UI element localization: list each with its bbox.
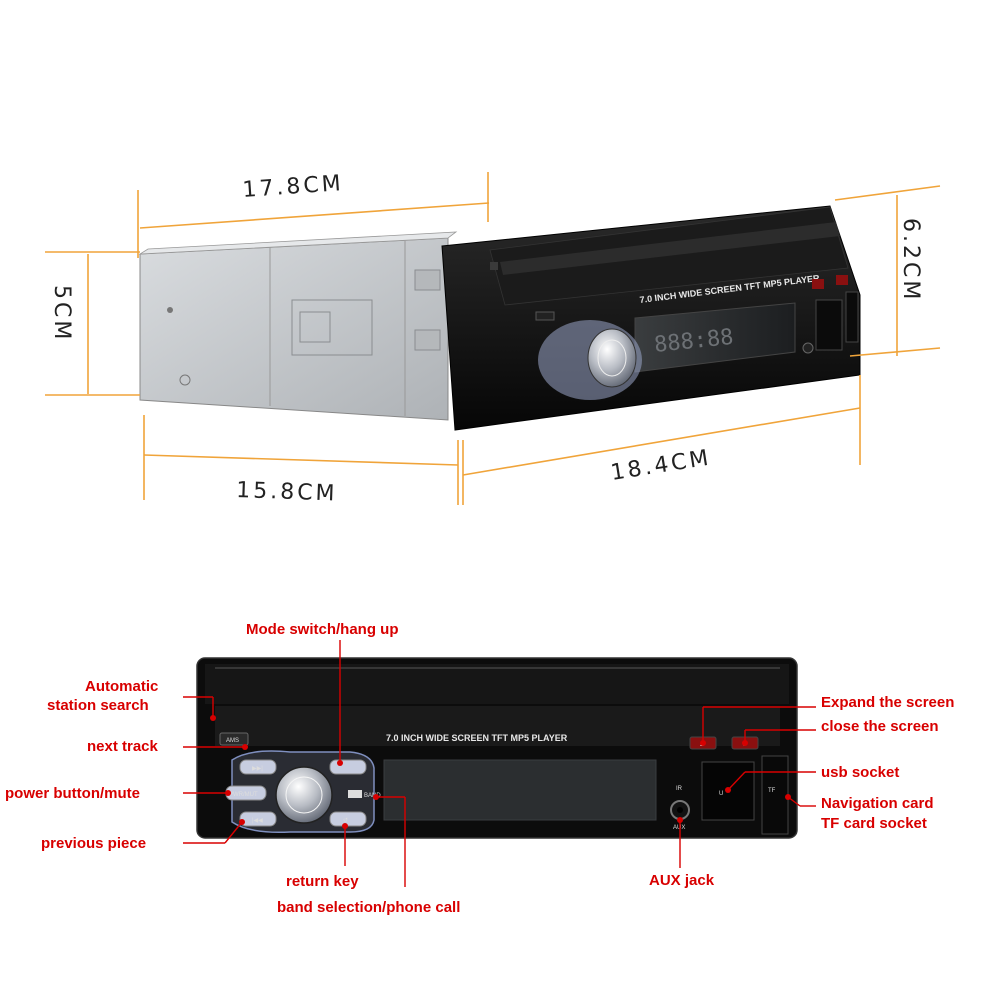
top-product-view: 7.0 INCH WIDE SCREEN TFT MP5 PLAYER 888:… — [138, 205, 861, 431]
callout-leader-lines — [183, 640, 816, 887]
dim-bottom-length: 15.8CM — [236, 478, 338, 507]
aux-label: AUX — [673, 825, 685, 831]
band-button[interactable] — [348, 790, 362, 798]
callout-aux-jack: AUX jack — [649, 872, 715, 889]
dim-front-width: 18.4CM — [609, 445, 713, 486]
callout-nav-card-2: TF card socket — [821, 815, 927, 832]
ams-label: AMS — [226, 738, 239, 744]
front-lcd — [383, 759, 657, 821]
next-track-button[interactable] — [239, 759, 277, 775]
volume-knob[interactable] — [275, 766, 333, 824]
callout-automatic-search-2: station search — [47, 697, 149, 714]
metal-chassis — [139, 237, 449, 421]
callout-band-selection: band selection/phone call — [277, 899, 461, 916]
tf-label: TF — [768, 788, 776, 794]
callout-expand-screen: Expand the screen — [821, 694, 955, 711]
previous-button[interactable] — [239, 811, 277, 827]
ir-label: IR — [676, 786, 683, 792]
callout-mode-switch: Mode switch/hang up — [246, 621, 399, 638]
callout-power-button: power button/mute — [5, 785, 140, 802]
callout-nav-card-1: Navigation card — [821, 795, 934, 812]
dim-height-left: 5CM — [49, 285, 74, 342]
ams-button[interactable] — [219, 732, 249, 746]
tf-card-slot[interactable] — [761, 755, 789, 835]
band-label: BAND — [364, 793, 381, 799]
callout-automatic-search-1: Automatic — [85, 678, 159, 695]
dim-height-right: 6.2CM — [898, 218, 923, 302]
dim-top-length: 17.8CM — [242, 171, 345, 203]
previous-icon: |◀◀ — [252, 818, 263, 824]
front-view-device: 7.0 INCH WIDE SCREEN TFT MP5 PLAYER AMS … — [196, 657, 798, 839]
callout-close-screen: close the screen — [821, 718, 939, 735]
dimension-lines — [45, 172, 941, 505]
callout-next-track: next track — [87, 738, 158, 755]
screen-label: 7.0 INCH WIDE SCREEN TFT MP5 PLAYER — [386, 733, 568, 743]
mode-button[interactable] — [329, 759, 367, 775]
usb-label: U — [719, 791, 723, 797]
return-icon: ↺ — [343, 817, 348, 824]
callout-return-key: return key — [286, 873, 359, 890]
callout-previous-piece: previous piece — [41, 835, 147, 852]
power-label: PWR/MUT — [229, 792, 258, 798]
callout-usb-socket: usb socket — [821, 764, 900, 781]
next-track-icon: ▶▶| — [252, 766, 263, 772]
